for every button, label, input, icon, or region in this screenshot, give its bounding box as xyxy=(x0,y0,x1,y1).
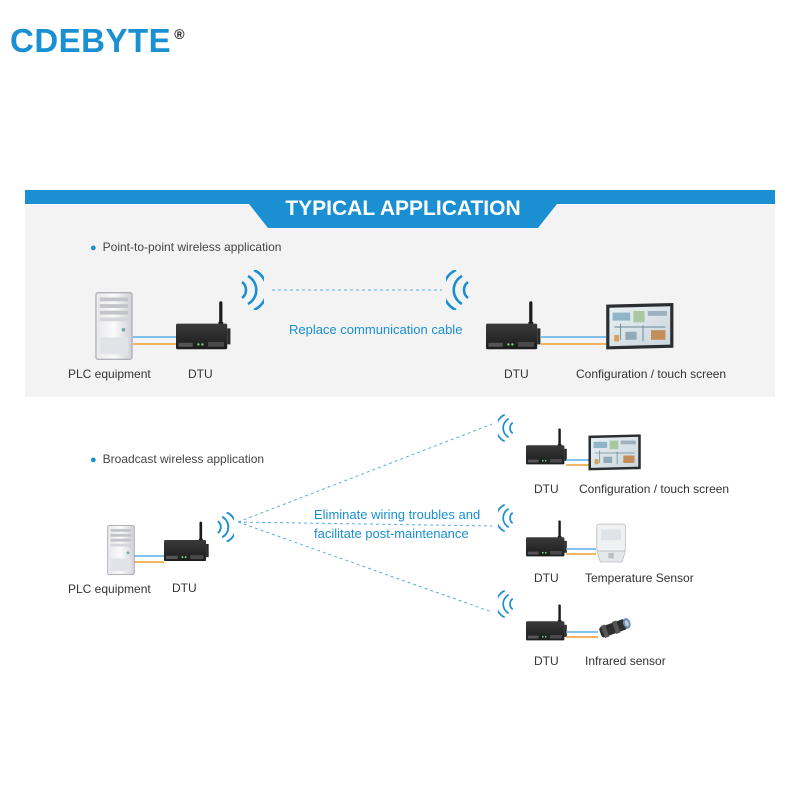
target3-cables xyxy=(566,631,598,638)
plc-server-icon xyxy=(95,292,133,360)
touch-screen-icon xyxy=(605,302,675,351)
wireless-signal-icon xyxy=(240,270,264,310)
target1-cables xyxy=(566,459,590,466)
broadcast-note-line1: Eliminate wiring troubles and xyxy=(314,507,481,522)
broadcast-note-line2: facilitate post-maintenance xyxy=(314,526,469,541)
dtu-device-icon xyxy=(486,300,542,352)
temperature-sensor-icon xyxy=(596,523,626,563)
temperature-sensor-label: Temperature Sensor xyxy=(585,571,694,585)
point-to-point-panel xyxy=(25,205,775,397)
broadcast-heading: ● Broadcast wireless application xyxy=(90,452,264,466)
p2p-heading: ● Point-to-point wireless application xyxy=(90,240,281,254)
wireless-signal-icon xyxy=(216,512,234,542)
broadcast-source-cables xyxy=(134,555,164,563)
section-title: TYPICAL APPLICATION xyxy=(285,197,521,220)
dtu-device-icon xyxy=(526,427,568,467)
dtu-label: DTU xyxy=(172,581,197,595)
touch-screen-label: Configuration / touch screen xyxy=(576,367,727,381)
plc-server-icon xyxy=(107,525,135,575)
bullet-dot-icon: ● xyxy=(90,242,97,254)
bullet-dot-icon: ● xyxy=(90,454,97,466)
dtu-label: DTU xyxy=(534,571,559,585)
dtu-device-icon xyxy=(164,521,210,563)
touch-screen-label: Configuration / touch screen xyxy=(579,482,730,496)
infrared-sensor-icon xyxy=(598,616,633,639)
dtu-label: DTU xyxy=(534,482,559,496)
infrared-sensor-label: Infrared sensor xyxy=(585,654,666,668)
p2p-left-cables xyxy=(133,336,176,345)
broadcast-heading-text: Broadcast wireless application xyxy=(102,452,265,466)
target2-cables xyxy=(566,548,596,555)
brand-name: CDEBYTE xyxy=(10,22,172,59)
dtu-label: DTU xyxy=(534,654,559,668)
wireless-signal-icon xyxy=(446,270,470,310)
broadcast-links xyxy=(237,423,493,613)
dtu-device-icon xyxy=(526,603,568,643)
section-title-tab xyxy=(238,190,568,228)
p2p-heading-text: Point-to-point wireless application xyxy=(102,240,282,254)
wireless-signal-icon xyxy=(498,590,514,618)
broadcast-note: Eliminate wiring troubles and facilitate… xyxy=(314,505,480,543)
link-note: Replace communication cable xyxy=(289,322,463,337)
registered-mark: ® xyxy=(174,26,186,42)
dtu-device-icon xyxy=(176,300,232,352)
touch-screen-icon xyxy=(587,433,642,471)
wireless-signal-icon xyxy=(498,504,514,532)
p2p-right-cables xyxy=(541,336,606,345)
brand-logo: CDEBYTE® xyxy=(10,22,185,60)
wireless-signal-icon xyxy=(498,414,514,442)
dtu-device-icon xyxy=(526,519,568,559)
dtu-label: DTU xyxy=(188,367,213,381)
dtu-label: DTU xyxy=(504,367,529,381)
plc-equipment-label: PLC equipment xyxy=(68,367,151,381)
plc-equipment-label: PLC equipment xyxy=(68,582,151,596)
